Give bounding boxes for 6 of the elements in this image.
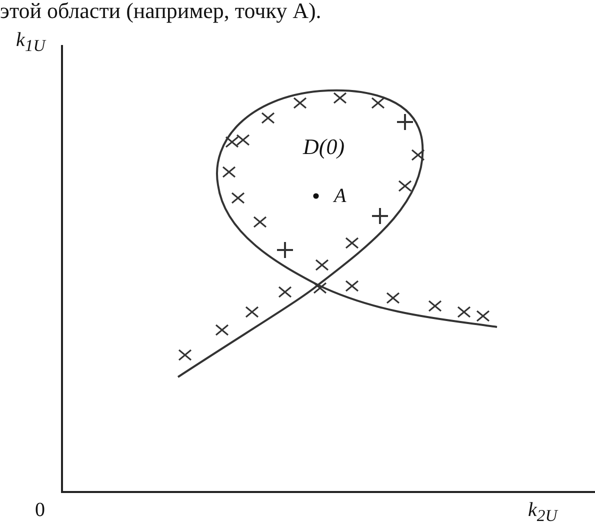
region-label: D(0) (303, 136, 345, 158)
axis-label: k$_{2U}$ (528, 500, 558, 525)
axis-label: k$_{1U}$ (16, 30, 46, 55)
point-label: A (334, 186, 346, 206)
text-line: этой области (например, точку A). (0, 0, 322, 22)
origin-label: 0 (35, 500, 45, 520)
